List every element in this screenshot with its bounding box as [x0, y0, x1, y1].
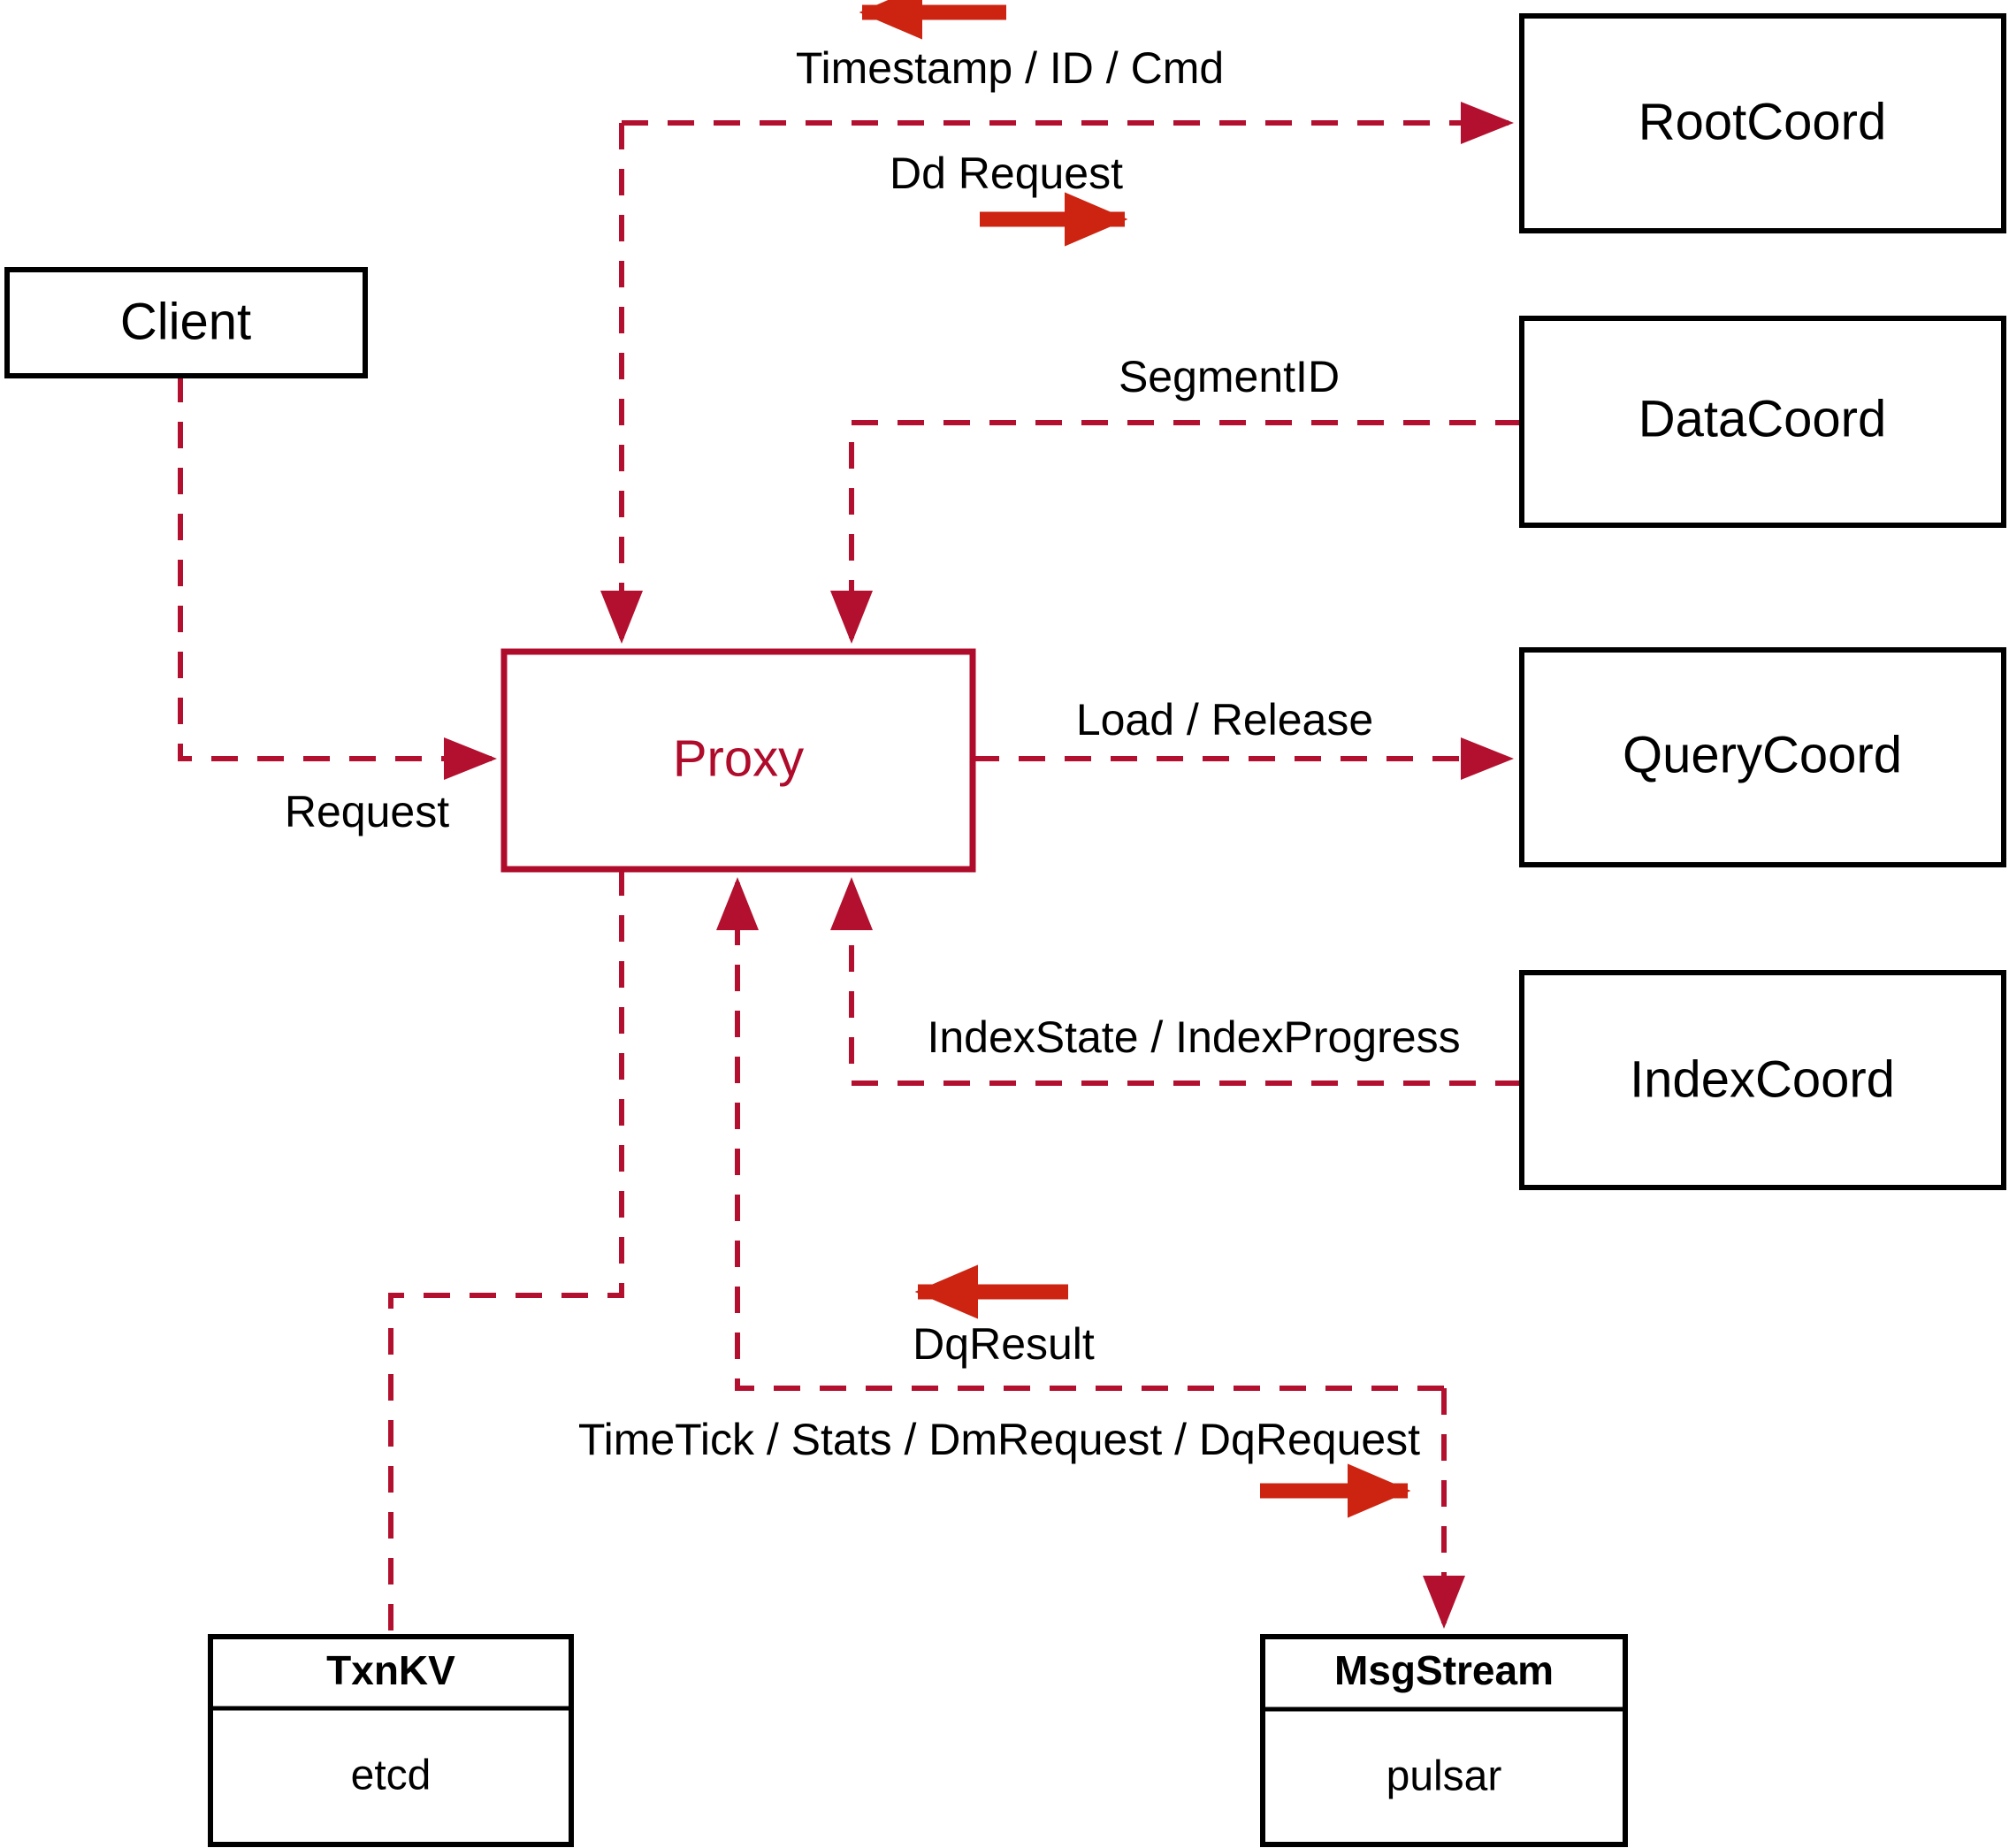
- node-indexcoord-label: IndexCoord: [1630, 1050, 1895, 1108]
- node-client-box[interactable]: [4, 267, 368, 378]
- edge-label-timestamp-id-cmd: Timestamp / ID / Cmd: [796, 43, 1224, 93]
- node-datacoord-label: DataCoord: [1639, 390, 1886, 447]
- node-rootcoord-label: RootCoord: [1639, 93, 1886, 150]
- edge-label-dd-request: Dd Request: [890, 149, 1123, 198]
- node-msgstream-box[interactable]: [1260, 1634, 1628, 1847]
- edge-label-load-release: Load / Release: [1076, 695, 1373, 745]
- flow-client-to-proxy: [178, 376, 497, 780]
- edge-label-request: Request: [285, 787, 449, 836]
- node-proxy-label: Proxy: [673, 729, 804, 787]
- flow-datacoord-to-proxy: [830, 420, 1522, 644]
- node-txnkv-box[interactable]: [208, 1634, 574, 1847]
- edge-label-timetick-stats: TimeTick / Stats / DmRequest / DqRequest: [578, 1415, 1420, 1464]
- flow-proxy-to-txnkv: [388, 869, 624, 1637]
- edge-label-index-state: IndexState / IndexProgress: [927, 1012, 1460, 1062]
- flow-indexcoord-to-proxy: [830, 877, 1522, 1086]
- node-txnkv-impl: etcd: [351, 1753, 432, 1799]
- edge-label-segmentid: SegmentID: [1119, 352, 1340, 401]
- edge-label-dq-result: DqResult: [913, 1319, 1095, 1369]
- node-indexcoord-box[interactable]: [1519, 970, 2006, 1190]
- node-msgstream-title: MsgStream: [1334, 1647, 1554, 1693]
- node-txnkv-title: TxnKV: [326, 1647, 455, 1693]
- node-querycoord-box[interactable]: [1519, 647, 2006, 867]
- node-proxy-box[interactable]: [500, 648, 976, 873]
- flow-msgstream-to-proxy: [716, 877, 1444, 1391]
- node-rootcoord-box[interactable]: [1519, 13, 2006, 233]
- node-msgstream-impl: pulsar: [1386, 1753, 1502, 1800]
- node-querycoord-label: QueryCoord: [1623, 726, 1902, 783]
- node-datacoord-box[interactable]: [1519, 316, 2006, 528]
- node-client-label: Client: [120, 293, 251, 350]
